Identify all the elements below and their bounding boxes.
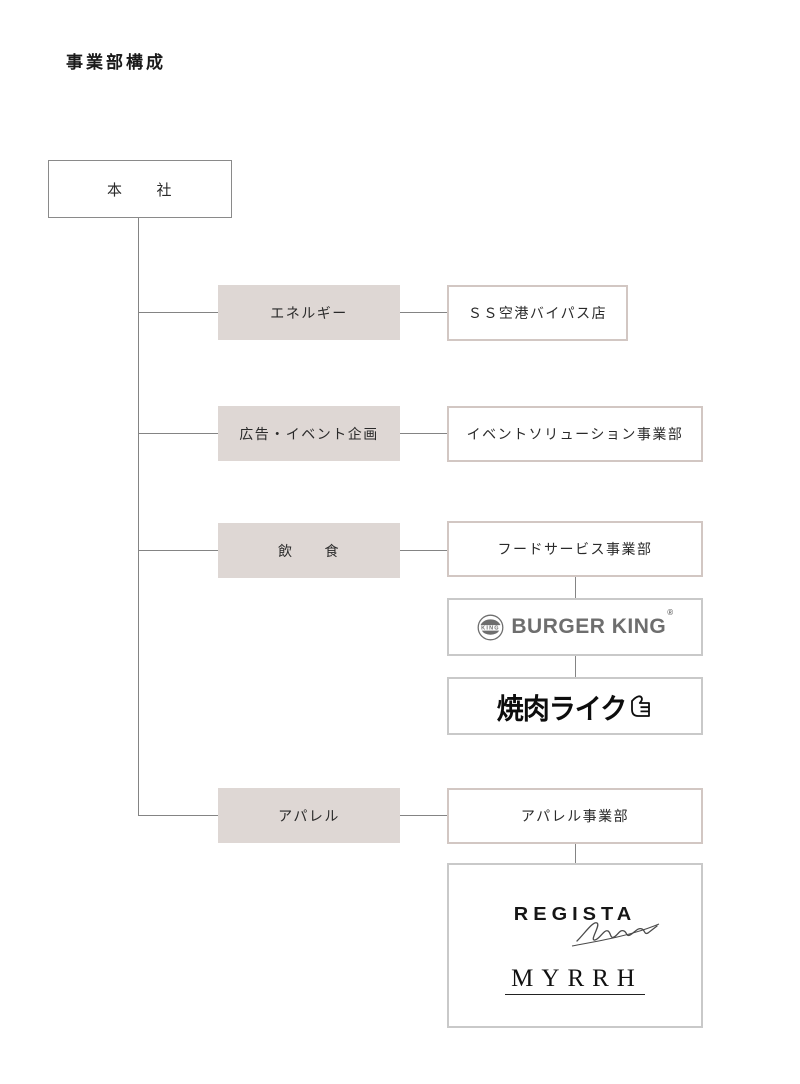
burger-king-logo: KING BURGER KING®: [477, 608, 673, 641]
svg-text:KING: KING: [482, 625, 501, 631]
myrrh-label: MYRRH: [505, 965, 645, 995]
regista-logo: REGISTA: [449, 903, 701, 947]
category-label-ad-event: 広告・イベント企画: [239, 425, 379, 442]
category-label-apparel: アパレル: [278, 807, 340, 824]
category-box-energy: エネルギー: [218, 285, 400, 340]
burgerking-yakiniku-connector: [575, 656, 576, 677]
division-box-event-solution: イベントソリューション事業部: [447, 406, 703, 462]
yakiniku-like-label: 焼肉ライク: [496, 692, 627, 725]
brand-box-burger-king: KING BURGER KING®: [447, 598, 703, 656]
division-box-apparel: アパレル事業部: [447, 788, 703, 844]
division-label-apparel: アパレル事業部: [520, 808, 630, 824]
burger-king-wordmark: BURGER KING®: [511, 608, 673, 639]
burger-king-label: BURGER KING: [511, 615, 667, 638]
branch2-left-connector: [138, 433, 218, 434]
branch4-left-connector: [138, 815, 218, 816]
brand-box-apparel-brands: REGISTA MYRRH: [447, 863, 703, 1028]
thumbs-up-hand-icon: [629, 693, 653, 719]
burger-king-bun-badge-icon: KING: [477, 614, 504, 641]
org-root-box: 本 社: [48, 160, 232, 218]
brand-box-yakiniku-like: 焼肉ライク: [447, 677, 703, 735]
org-root-label: 本 社: [106, 181, 173, 199]
regista-signature-flourish-icon: [569, 913, 661, 952]
category-box-food: 飲 食: [218, 523, 400, 578]
category-label-food: 飲 食: [278, 542, 340, 559]
branch4-right-connector: [400, 815, 447, 816]
category-box-apparel: アパレル: [218, 788, 400, 843]
apparel-brands-connector: [575, 844, 576, 863]
branch2-right-connector: [400, 433, 447, 434]
category-label-energy: エネルギー: [270, 304, 348, 321]
regista-label: REGISTA: [513, 904, 637, 925]
yakiniku-like-logo: 焼肉ライク: [497, 687, 653, 726]
foodservice-burgerking-connector: [575, 577, 576, 598]
branch3-left-connector: [138, 550, 218, 551]
division-label-event-solution: イベントソリューション事業部: [466, 426, 684, 442]
branch1-right-connector: [400, 312, 447, 313]
category-box-ad-event: 広告・イベント企画: [218, 406, 400, 461]
page-title: 事業部構成: [66, 53, 166, 72]
burger-king-registered-mark: ®: [667, 608, 674, 617]
division-label-food-service: フードサービス事業部: [497, 541, 653, 557]
branch1-left-connector: [138, 312, 218, 313]
branch3-right-connector: [400, 550, 447, 551]
division-box-ss-airport-bypass: ＳＳ空港バイパス店: [447, 285, 628, 341]
division-label-ss-airport-bypass: ＳＳ空港バイパス店: [467, 305, 608, 321]
division-box-food-service: フードサービス事業部: [447, 521, 703, 577]
trunk-connector-line: [138, 218, 139, 816]
